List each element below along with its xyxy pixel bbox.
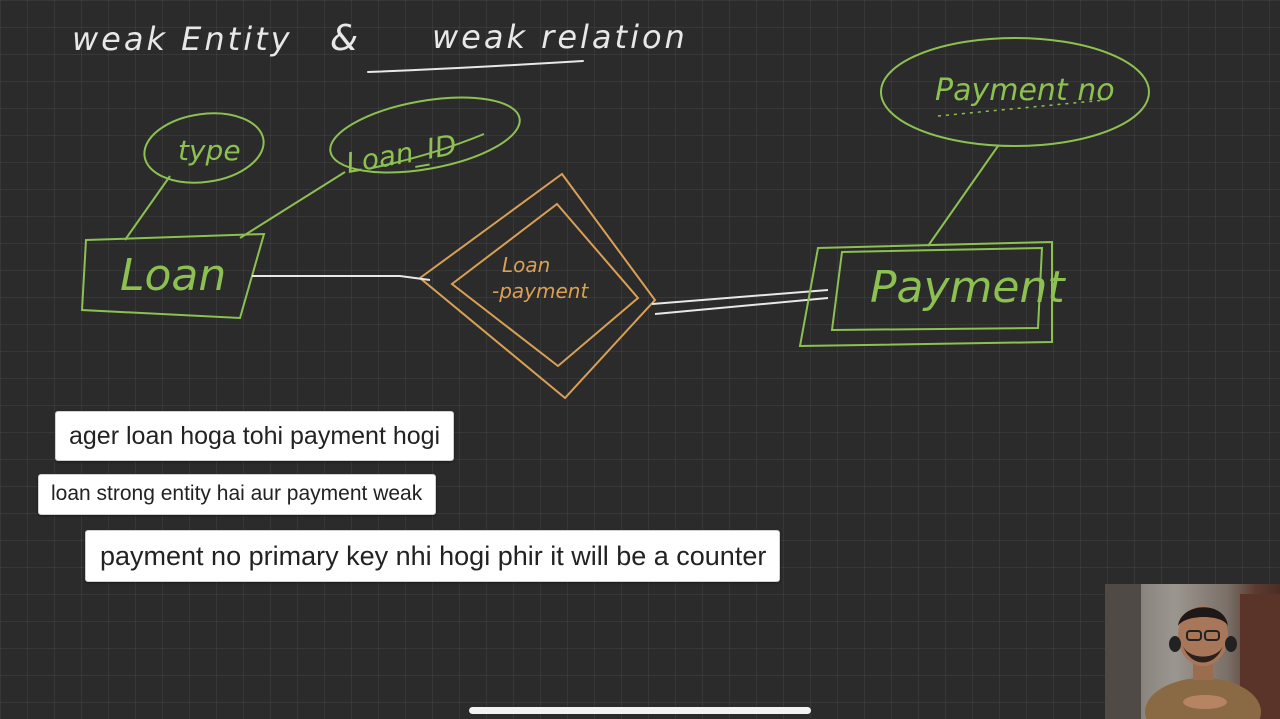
relationship-to-payment-line-1 bbox=[651, 289, 829, 305]
payment-no-to-payment-line bbox=[927, 145, 999, 247]
loan-id-underline bbox=[371, 133, 485, 169]
title-ampersand: & bbox=[330, 18, 358, 59]
attribute-type-label: type bbox=[178, 134, 241, 167]
type-to-loan-line bbox=[124, 175, 171, 241]
payment-outer-box bbox=[798, 240, 1053, 348]
title-weak-entity: weak Entity bbox=[72, 20, 293, 58]
relationship-outer-diamond bbox=[418, 172, 657, 400]
loan-entity-box bbox=[80, 232, 266, 320]
note-payment-no-counter: payment no primary key nhi hogi phir it … bbox=[85, 530, 781, 582]
relationship-to-payment-line-2 bbox=[654, 297, 829, 315]
note-loan-payment-dependency: ager loan hoga tohi payment hogi bbox=[55, 411, 455, 461]
relationship-label-line2: -payment bbox=[492, 279, 589, 303]
note-strong-weak-entity: loan strong entity hai aur payment weak bbox=[38, 474, 437, 515]
attribute-payment-no-ellipse bbox=[880, 37, 1150, 147]
attribute-payment-no-label: Payment no bbox=[935, 73, 1115, 108]
home-indicator-bar[interactable] bbox=[469, 707, 811, 714]
presenter-webcam-video bbox=[1105, 584, 1280, 719]
payment-entity-label: Payment bbox=[870, 262, 1066, 313]
presenter-figure bbox=[1105, 584, 1280, 719]
loan-id-to-loan-line bbox=[239, 171, 346, 239]
loan-to-relationship-line bbox=[252, 275, 431, 281]
relationship-inner-diamond bbox=[450, 202, 640, 368]
title-weak-relation: weak relation bbox=[432, 18, 688, 56]
attribute-type-ellipse bbox=[143, 112, 265, 184]
attribute-loan-id-ellipse bbox=[329, 96, 521, 174]
relationship-label-line1: Loan bbox=[502, 253, 550, 277]
title-underline bbox=[367, 60, 584, 73]
loan-entity-label: Loan bbox=[120, 250, 226, 301]
payment-inner-box bbox=[830, 246, 1044, 332]
